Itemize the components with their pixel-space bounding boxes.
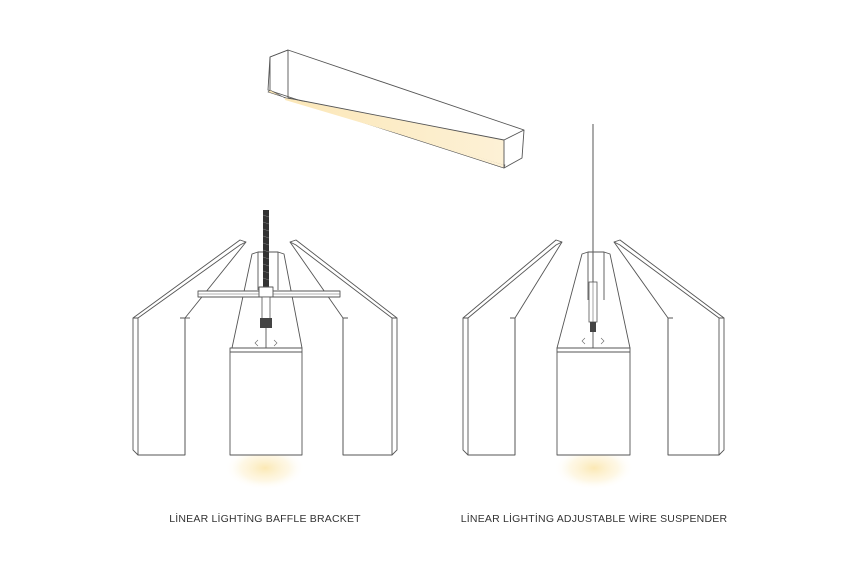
baffle-bracket-illustration (132, 210, 398, 490)
caption-baffle-bracket: LİNEAR LİGHTİNG BAFFLE BRACKET (169, 513, 361, 525)
wire-suspender-illustration (462, 124, 725, 490)
linear-luminaire-fixture (267, 49, 525, 169)
caption-wire-suspender: LİNEAR LİGHTİNG ADJUSTABLE WİRE SUSPENDE… (460, 513, 728, 525)
threaded-rod (263, 210, 269, 295)
